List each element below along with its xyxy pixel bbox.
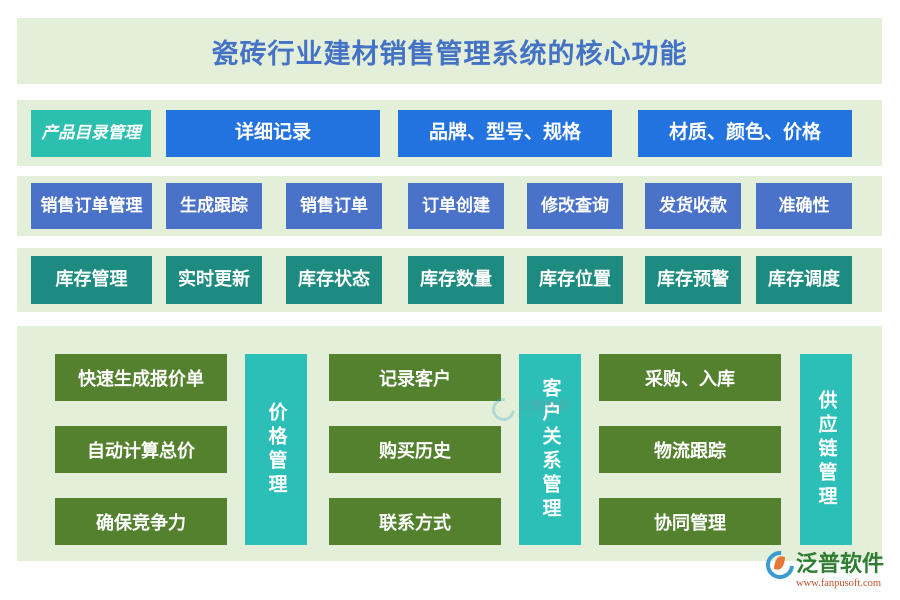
group-label-price-management-text: 价格管理 bbox=[265, 401, 287, 498]
chip-sales-order-4[interactable]: 发货收款 bbox=[645, 183, 741, 229]
chip-price-management-1[interactable]: 自动计算总价 bbox=[55, 426, 227, 473]
brand-logo: 泛普软件 www.fanpusoft.com bbox=[760, 545, 894, 595]
chip-inventory-4[interactable]: 库存预警 bbox=[645, 256, 741, 304]
chip-inventory-2[interactable]: 库存数量 bbox=[408, 256, 504, 304]
chip-supply-chain-0[interactable]: 采购、入库 bbox=[599, 354, 781, 401]
chip-product-catalog-0[interactable]: 详细记录 bbox=[166, 110, 380, 157]
chip-crm-1[interactable]: 购买历史 bbox=[329, 426, 501, 473]
row-lead-sales-order[interactable]: 销售订单管理 bbox=[31, 183, 152, 229]
brand-logo-url: www.fanpusoft.com bbox=[796, 578, 882, 589]
group-label-supply-chain-text: 供应链管理 bbox=[815, 389, 837, 510]
row-lead-product-catalog[interactable]: 产品目录管理 bbox=[31, 110, 151, 157]
chip-sales-order-0[interactable]: 生成跟踪 bbox=[166, 183, 262, 229]
chip-price-management-0[interactable]: 快速生成报价单 bbox=[55, 354, 227, 401]
group-label-crm[interactable]: 客户关系管理 bbox=[519, 354, 581, 545]
chip-crm-0[interactable]: 记录客户 bbox=[329, 354, 501, 401]
chip-inventory-5[interactable]: 库存调度 bbox=[756, 256, 852, 304]
chip-supply-chain-1[interactable]: 物流跟踪 bbox=[599, 426, 781, 473]
chip-supply-chain-2[interactable]: 协同管理 bbox=[599, 498, 781, 545]
group-label-supply-chain[interactable]: 供应链管理 bbox=[800, 354, 852, 545]
chip-sales-order-3[interactable]: 修改查询 bbox=[527, 183, 623, 229]
row-lead-inventory[interactable]: 库存管理 bbox=[31, 256, 152, 304]
title-panel bbox=[17, 18, 882, 84]
chip-sales-order-5[interactable]: 准确性 bbox=[756, 183, 852, 229]
brand-logo-name: 泛普软件 bbox=[796, 551, 885, 576]
page-title: 瓷砖行业建材销售管理系统的核心功能 bbox=[211, 38, 688, 69]
group-label-crm-text: 客户关系管理 bbox=[539, 377, 561, 522]
brand-logo-row: 泛普软件 bbox=[760, 545, 885, 585]
fanpu-swirl-icon bbox=[760, 545, 800, 585]
chip-inventory-3[interactable]: 库存位置 bbox=[527, 256, 623, 304]
chip-sales-order-1[interactable]: 销售订单 bbox=[286, 183, 382, 229]
chip-inventory-1[interactable]: 库存状态 bbox=[286, 256, 382, 304]
chip-product-catalog-1[interactable]: 品牌、型号、规格 bbox=[398, 110, 612, 157]
chip-price-management-2[interactable]: 确保竞争力 bbox=[55, 498, 227, 545]
chip-inventory-0[interactable]: 实时更新 bbox=[166, 256, 262, 304]
chip-sales-order-2[interactable]: 订单创建 bbox=[408, 183, 504, 229]
chip-crm-2[interactable]: 联系方式 bbox=[329, 498, 501, 545]
chip-product-catalog-2[interactable]: 材质、颜色、价格 bbox=[638, 110, 852, 157]
group-label-price-management[interactable]: 价格管理 bbox=[245, 354, 307, 545]
